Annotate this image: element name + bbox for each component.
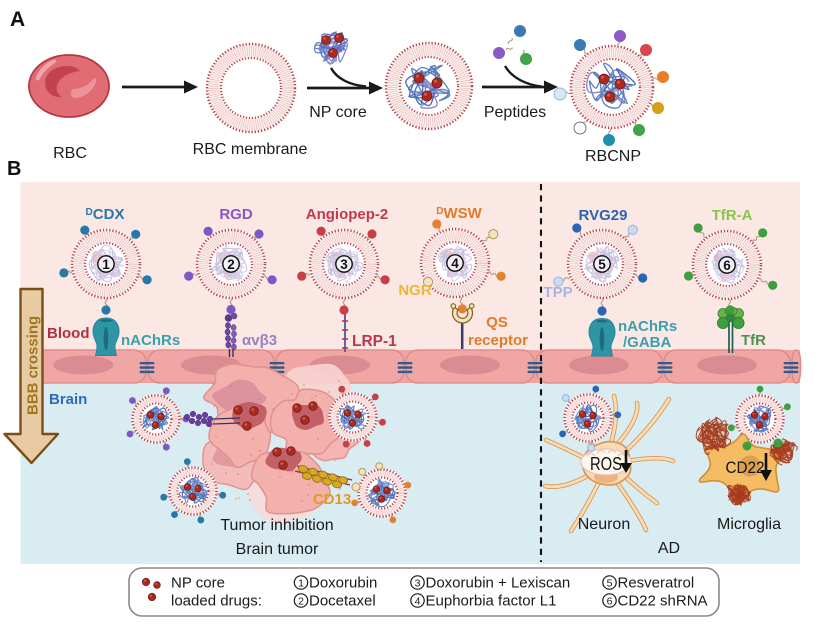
svg-text:αvβ3: αvβ3 [242, 332, 277, 349]
svg-text:TfR-A: TfR-A [712, 207, 753, 224]
svg-text:3: 3 [340, 257, 348, 272]
svg-text:nAChRs: nAChRs [121, 332, 180, 349]
svg-text:Microglia: Microglia [717, 516, 781, 533]
svg-text:ROS: ROS [590, 454, 622, 474]
svg-text:CD13: CD13 [313, 491, 351, 508]
svg-text:Doxorubin: Doxorubin [309, 575, 377, 592]
svg-text:3: 3 [415, 577, 421, 589]
svg-text:Brain tumor: Brain tumor [236, 541, 319, 558]
svg-text:Peptides: Peptides [484, 104, 546, 121]
svg-text:NP core: NP core [309, 104, 367, 121]
svg-text:2: 2 [227, 257, 235, 272]
svg-text:Angiopep-2: Angiopep-2 [306, 206, 389, 223]
svg-text:5: 5 [607, 577, 613, 589]
svg-text:A: A [10, 8, 25, 31]
svg-text:CD22: CD22 [726, 458, 765, 477]
svg-text:Brain: Brain [49, 391, 87, 408]
svg-text:AD: AD [658, 540, 680, 557]
svg-text:NGR: NGR [398, 282, 432, 299]
svg-text:6: 6 [607, 595, 613, 607]
svg-text:Euphorbia factor L1: Euphorbia factor L1 [426, 593, 557, 610]
svg-text:RBC membrane: RBC membrane [193, 141, 308, 158]
svg-text:RBCNP: RBCNP [585, 148, 641, 165]
svg-text:TfR: TfR [741, 332, 766, 349]
svg-text:DCDX: DCDX [86, 206, 125, 223]
svg-text:receptor: receptor [468, 332, 528, 349]
svg-text:NP core: NP core [171, 575, 225, 592]
svg-text:4: 4 [415, 595, 421, 607]
svg-text:TPP: TPP [543, 284, 572, 301]
svg-text:2: 2 [298, 595, 304, 607]
svg-text:Resveratrol: Resveratrol [618, 575, 695, 592]
svg-text:Docetaxel: Docetaxel [309, 593, 376, 610]
svg-text:LRP-1: LRP-1 [352, 333, 397, 350]
svg-text:RGD: RGD [219, 206, 253, 223]
svg-text:Tumor inhibition: Tumor inhibition [220, 517, 333, 534]
svg-text:QS: QS [486, 314, 508, 331]
svg-text:B: B [7, 158, 21, 180]
svg-text:Blood: Blood [47, 325, 90, 342]
svg-text:4: 4 [451, 256, 459, 271]
svg-text:/GABA: /GABA [623, 334, 672, 351]
svg-text:6: 6 [723, 258, 731, 273]
svg-text:1: 1 [298, 577, 304, 589]
svg-text:5: 5 [598, 257, 606, 272]
svg-text:CD22 shRNA: CD22 shRNA [618, 593, 708, 610]
svg-text:Doxorubin + Lexiscan: Doxorubin + Lexiscan [426, 575, 571, 592]
svg-text:RBC: RBC [53, 145, 87, 162]
svg-text:BBB crossing: BBB crossing [25, 316, 42, 415]
svg-text:DWSW: DWSW [436, 205, 482, 222]
svg-text:RVG29: RVG29 [579, 207, 628, 224]
svg-text:1: 1 [102, 257, 110, 272]
svg-text:loaded drugs:: loaded drugs: [171, 593, 262, 610]
svg-text:nAChRs: nAChRs [618, 318, 677, 335]
svg-text:Neuron: Neuron [578, 516, 630, 533]
